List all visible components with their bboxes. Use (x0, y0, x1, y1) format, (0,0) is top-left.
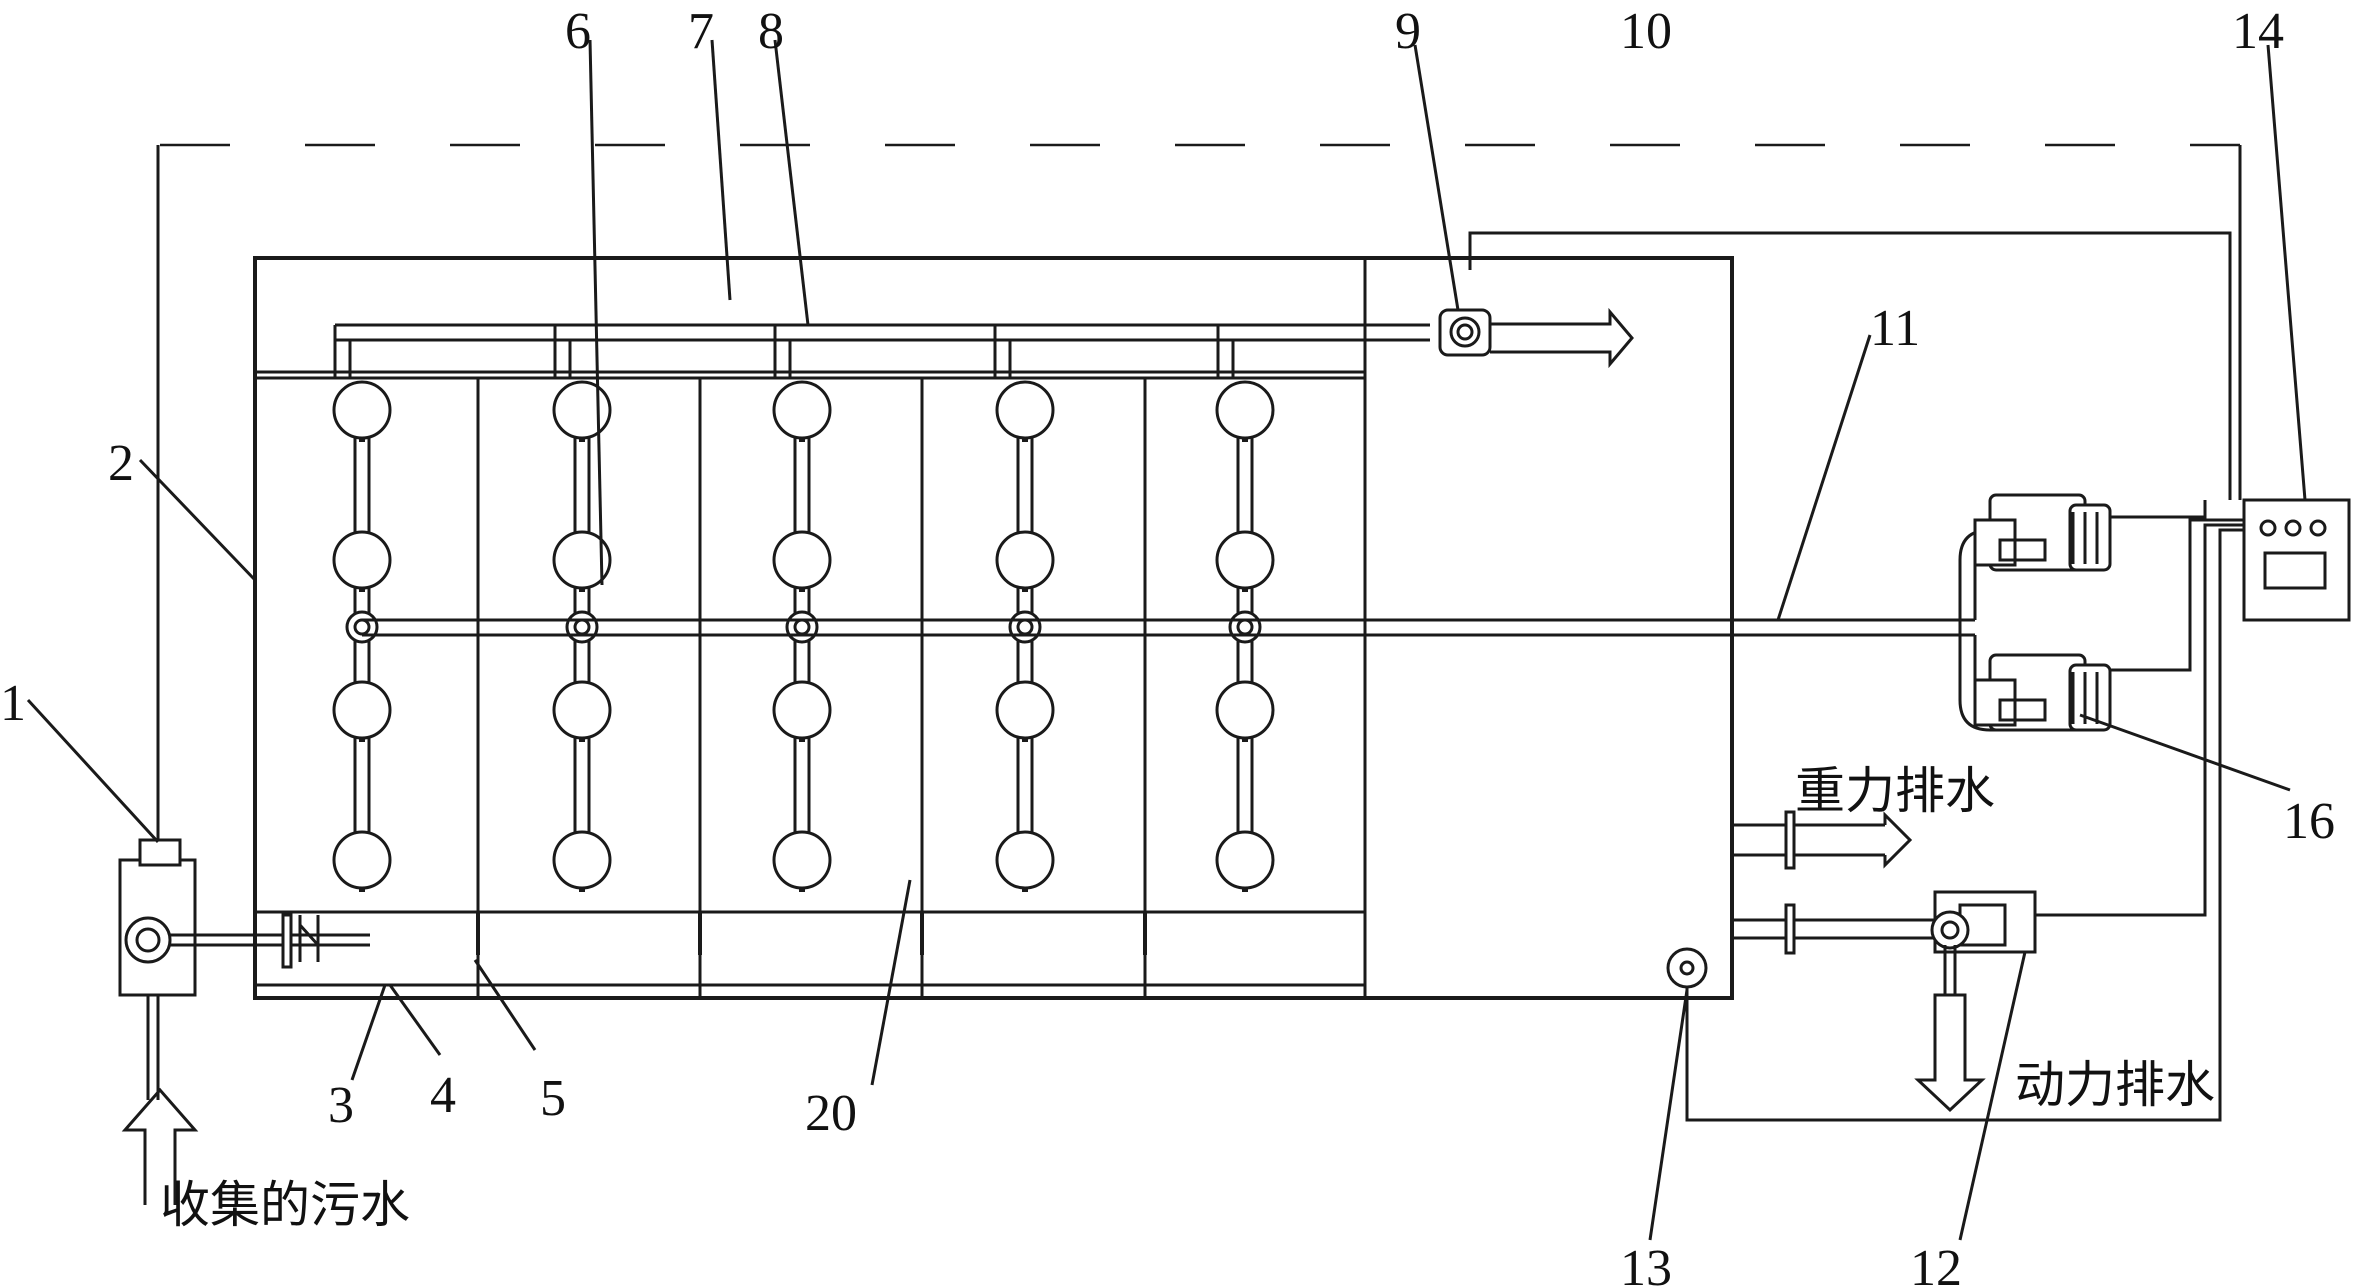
label-10: 10 (1620, 3, 1672, 60)
label-7: 7 (688, 3, 714, 60)
media-ball (1215, 380, 1275, 440)
part-numbers: 1 2 3 4 5 6 7 8 9 10 11 12 13 14 16 20 (0, 3, 2335, 1286)
media-ball (332, 680, 392, 740)
pipe-junction (565, 610, 599, 644)
main-tank (253, 256, 1734, 1000)
power-drain-annotation: 动力排水 (2015, 1056, 2215, 1114)
media-column (995, 380, 1055, 892)
label-11: 11 (1870, 300, 1920, 357)
label-3: 3 (328, 1077, 354, 1134)
outlet-arrow-9 (1490, 307, 1634, 369)
label-13: 13 (1620, 1240, 1672, 1286)
pipe-junction (785, 610, 819, 644)
media-ball (995, 680, 1055, 740)
media-ball (1215, 680, 1275, 740)
media-ball (995, 830, 1055, 890)
media-ball (772, 830, 832, 890)
media-ball (995, 530, 1055, 590)
label-6: 6 (565, 3, 591, 60)
pipe-junction (1008, 610, 1042, 644)
media-ball (772, 680, 832, 740)
gravity-drain (1732, 810, 1913, 870)
label-9: 9 (1395, 3, 1421, 60)
inflow-arrow (121, 1087, 199, 1205)
media-ball (772, 380, 832, 440)
label-4: 4 (430, 1067, 456, 1124)
pump-9 (1438, 308, 1492, 357)
media-ball (1215, 530, 1275, 590)
blower-lower (1973, 653, 2112, 732)
collection-pipe (333, 323, 1430, 378)
blower-upper (1973, 493, 2112, 572)
label-1: 1 (0, 675, 26, 732)
control-box (2242, 498, 2351, 622)
inflow-annotation: 收集的污水 (160, 1176, 410, 1234)
media-column (772, 380, 832, 892)
leader-lines (26, 39, 2307, 1241)
signal-dashed-line (156, 143, 2242, 840)
level-sensor (1666, 947, 1708, 989)
label-16: 16 (2283, 793, 2335, 850)
media-ball (332, 530, 392, 590)
label-12: 12 (1910, 1240, 1962, 1286)
label-5: 5 (540, 1070, 566, 1127)
pipe-junction (345, 610, 379, 644)
media-ball (995, 380, 1055, 440)
media-column (332, 380, 392, 892)
drain-pump (1732, 890, 2037, 1113)
valve-3 (270, 913, 370, 969)
media-ball (552, 380, 612, 440)
inlet-pump (118, 838, 270, 1100)
media-ball (552, 680, 612, 740)
media-ball (772, 530, 832, 590)
label-20: 20 (805, 1085, 857, 1142)
label-14: 14 (2232, 3, 2284, 60)
control-wires (1468, 231, 2244, 1122)
media-columns (332, 380, 1275, 892)
gravity-drain-annotation: 重力排水 (1795, 762, 1995, 820)
pipe-junction (1228, 610, 1262, 644)
label-8: 8 (758, 3, 784, 60)
media-ball (332, 830, 392, 890)
label-2: 2 (108, 435, 134, 492)
media-ball (1215, 830, 1275, 890)
media-column (552, 380, 612, 892)
media-ball (332, 380, 392, 440)
media-column (1215, 380, 1275, 892)
media-ball (552, 830, 612, 890)
